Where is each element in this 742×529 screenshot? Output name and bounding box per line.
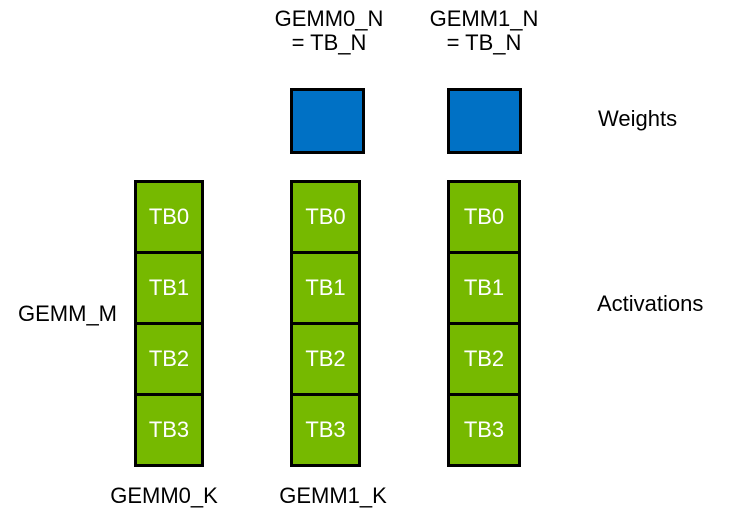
gemm1-n-label-line1: GEMM1_N <box>429 6 539 31</box>
activation-column: TB0 TB1 TB2 TB3 <box>134 180 204 467</box>
gemm0-n-label: GEMM0_N = TB_N <box>239 7 419 55</box>
tb-block: TB1 <box>137 254 201 322</box>
gemm0-k-label: GEMM0_K <box>110 483 218 508</box>
gemm1-n-label: GEMM1_N = TB_N <box>394 7 574 55</box>
tb-block: TB0 <box>137 183 201 251</box>
gemm-m-label: GEMM_M <box>18 301 117 326</box>
tb-block: TB3 <box>450 396 518 464</box>
tb-block: TB2 <box>450 325 518 393</box>
activation-column: TB0 TB1 TB2 TB3 <box>290 180 361 467</box>
weight-tile <box>447 88 522 154</box>
weight-tile <box>290 88 365 154</box>
gemm1-n-label-line2: = TB_N <box>446 30 522 55</box>
activation-column: TB0 TB1 TB2 TB3 <box>447 180 521 467</box>
activations-label: Activations <box>597 291 704 316</box>
weights-label: Weights <box>598 106 678 131</box>
tb-block: TB1 <box>293 254 358 322</box>
gemm0-n-label-line2: = TB_N <box>291 30 367 55</box>
tb-block: TB2 <box>293 325 358 393</box>
tb-block: TB1 <box>450 254 518 322</box>
tb-block: TB0 <box>450 183 518 251</box>
tb-block: TB0 <box>293 183 358 251</box>
tb-block: TB2 <box>137 325 201 393</box>
gemm0-n-label-line1: GEMM0_N <box>274 6 384 31</box>
gemm1-k-label: GEMM1_K <box>279 483 387 508</box>
tb-block: TB3 <box>293 396 358 464</box>
tb-block: TB3 <box>137 396 201 464</box>
